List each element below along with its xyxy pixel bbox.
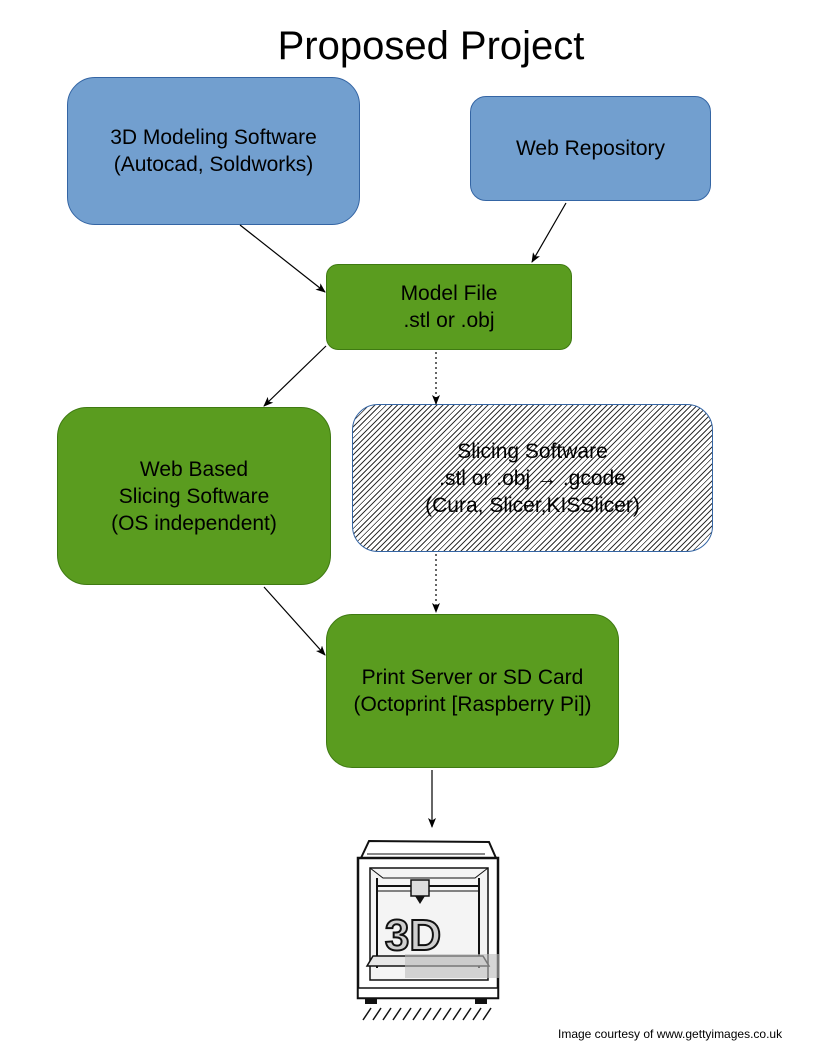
- arrow-web-slicing-to-print-server: [263, 586, 326, 656]
- web-slicing-box: Web Based Slicing Software (OS independe…: [57, 407, 331, 585]
- web-repository-box: Web Repository: [470, 96, 711, 201]
- slicing-software-box: Slicing Software .stl or .obj → .gcode (…: [352, 404, 713, 552]
- slicing-software-line2: .stl or .obj → .gcode: [439, 466, 626, 490]
- arrow-modeling-to-model-file: [239, 224, 326, 293]
- printed-object-label: 3D: [385, 911, 441, 960]
- slicing-software-line3: (Cura, Slicer,KISSlicer): [425, 493, 640, 517]
- modeling-software-line1: 3D Modeling Software: [110, 126, 317, 149]
- arrow-model-file-to-web-slicing: [263, 345, 327, 407]
- web-slicing-line2: Slicing Software: [118, 484, 270, 508]
- model-file-line2: .stl or .obj: [403, 309, 495, 332]
- 3d-printer-illustration-icon: 3D: [356, 839, 500, 1021]
- web-slicing-line1: Web Based: [139, 457, 249, 481]
- image-credit: Image courtesy of www.gettyimages.co.uk: [558, 1027, 783, 1041]
- web-repository-label: Web Repository: [515, 137, 665, 160]
- modeling-software-line2: (Autocad, Soldworks): [113, 153, 314, 176]
- diagram-title: Proposed Project: [277, 24, 585, 68]
- arrow-repository-to-model-file: [531, 202, 567, 263]
- print-server-line2: (Octoprint [Raspberry Pi]): [353, 693, 592, 716]
- print-server-line1: Print Server or SD Card: [361, 666, 584, 689]
- print-server-box: Print Server or SD Card (Octoprint [Rasp…: [326, 614, 619, 768]
- modeling-software-box: 3D Modeling Software (Autocad, Soldworks…: [67, 77, 360, 225]
- web-slicing-line3: (OS independent): [111, 511, 277, 535]
- model-file-line1: Model File: [400, 282, 498, 305]
- model-file-box: Model File .stl or .obj: [326, 264, 572, 350]
- slicing-software-line1: Slicing Software: [457, 439, 608, 463]
